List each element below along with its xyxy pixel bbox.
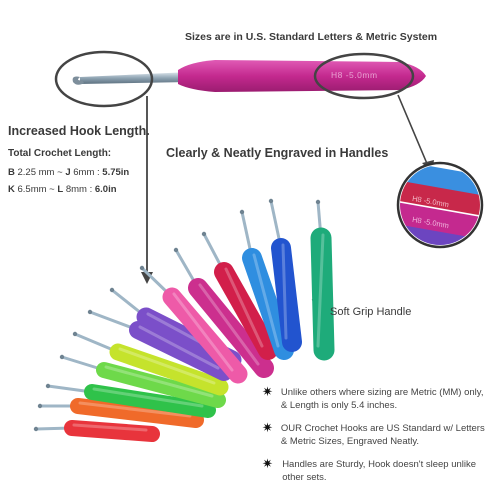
fan-hook: [72, 331, 229, 396]
fan-hook: [37, 398, 204, 428]
fan-hook: [173, 247, 274, 378]
fan-hook-highlight: [281, 243, 288, 340]
bullet-text: Unlike others where sizing are Metric (M…: [280, 387, 484, 411]
engraving-arrow-line: [397, 94, 429, 167]
hero-hook-tip: [72, 76, 84, 85]
size-length: 6.0in: [94, 184, 117, 195]
hook-tip-callout-oval: [54, 50, 154, 108]
size-metric: 6.5mm ~: [14, 184, 58, 195]
fan-hook-handle: [129, 321, 233, 381]
bullet-2: ✷ OUR Crochet Hooks are US Standard w/ L…: [262, 420, 492, 448]
sizes-note: Sizes are in U.S. Standard Letters & Met…: [185, 31, 438, 43]
fan-hook-tip: [268, 198, 274, 204]
fan-hook: [59, 354, 226, 408]
fan-hook-highlight: [104, 365, 214, 398]
bullet-3: ✷ Handles are Sturdy, Hook doesn't sleep…: [262, 456, 492, 484]
size-line-2: K 6.5mm ~ L 8mm : 6.0in: [8, 184, 117, 195]
fan-hook-handle: [70, 398, 204, 428]
fan-hook-highlight: [118, 347, 216, 385]
fan-hook-tip: [33, 426, 39, 432]
fan-hook-handle: [214, 262, 278, 360]
fan-hook: [201, 231, 278, 360]
size-metric: 6mm :: [70, 167, 103, 178]
fan-hook-tip: [315, 199, 321, 205]
fan-hook-tip: [45, 383, 51, 389]
handle-engraving: H8 -5.0mm: [331, 70, 378, 80]
fan-hook-highlight: [78, 401, 192, 418]
hero-hook-shaft: [80, 72, 190, 84]
fan-hook-highlight: [172, 292, 234, 372]
bullet-text: OUR Crochet Hooks are US Standard w/ Let…: [280, 423, 485, 447]
size-letter: K: [8, 184, 15, 195]
fan-hook-tip: [72, 331, 78, 337]
fan-hook: [45, 383, 216, 418]
fan-hook-tip: [37, 403, 43, 409]
fan-hook-handle: [96, 362, 226, 408]
fan-hook: [33, 420, 160, 442]
hero-hook: [72, 60, 426, 92]
bullet-1: ✷ Unlike others where sizing are Metric …: [262, 384, 492, 412]
size-letter: B: [8, 167, 15, 178]
fan-hook-handle: [64, 420, 160, 442]
size-metric: 2.25 mm ~: [14, 167, 66, 178]
soft-grip-label: Soft Grip Handle: [330, 306, 412, 318]
fan-hook: [239, 209, 294, 360]
fan-hook-highlight: [198, 283, 260, 366]
fan-hook-handle: [271, 238, 302, 352]
engraving-zoom-circle: [396, 161, 484, 249]
engraving-callout-oval: [313, 52, 415, 100]
fan-hook-tip: [173, 247, 179, 253]
hook-fan: [33, 198, 335, 442]
fan-hook-handle: [310, 227, 335, 361]
fan-hook-highlight: [72, 423, 148, 432]
bullet-text: Handles are Sturdy, Hook doesn't sleep u…: [282, 459, 477, 483]
fan-hook-tip: [109, 287, 115, 293]
fan-hook-tip: [87, 309, 93, 315]
fan-hook-highlight: [92, 387, 204, 408]
size-line-1: B 2.25 mm ~ J 6mm : 5.75in: [8, 167, 129, 178]
fan-hook: [268, 198, 302, 352]
fan-hook-handle: [242, 248, 294, 360]
fan-hook-tip: [239, 209, 245, 215]
fan-hook-handle: [188, 278, 274, 378]
engraving-title: Clearly & Neatly Engraved in Handles: [166, 146, 389, 160]
fan-hook-highlight: [224, 267, 264, 348]
fan-hook-handle: [84, 384, 216, 418]
fan-hook-handle: [162, 287, 248, 384]
hero-hook-handle: [178, 60, 426, 92]
size-metric: 8mm :: [63, 184, 95, 195]
fan-hook: [87, 309, 233, 381]
star-burst-icon: ✷: [262, 384, 273, 399]
size-letter: L: [57, 184, 64, 195]
fan-hook-handle: [109, 343, 229, 396]
fan-hook-highlight: [252, 253, 280, 348]
fan-hook-tip: [201, 231, 207, 237]
size-length: 5.75in: [102, 167, 130, 178]
fan-hook-highlight: [316, 233, 325, 348]
fan-hook: [310, 199, 335, 361]
fan-hook-tip: [139, 265, 145, 271]
fan-hook-tip: [59, 354, 65, 360]
total-length-label: Total Crochet Length:: [8, 148, 112, 159]
hook-length-title: Increased Hook Length.: [8, 124, 150, 138]
star-burst-icon: ✷: [262, 456, 273, 471]
size-letter: J: [65, 167, 71, 178]
star-burst-icon: ✷: [262, 420, 273, 435]
fan-hook: [139, 265, 248, 384]
fan-hook-highlight: [138, 325, 220, 370]
